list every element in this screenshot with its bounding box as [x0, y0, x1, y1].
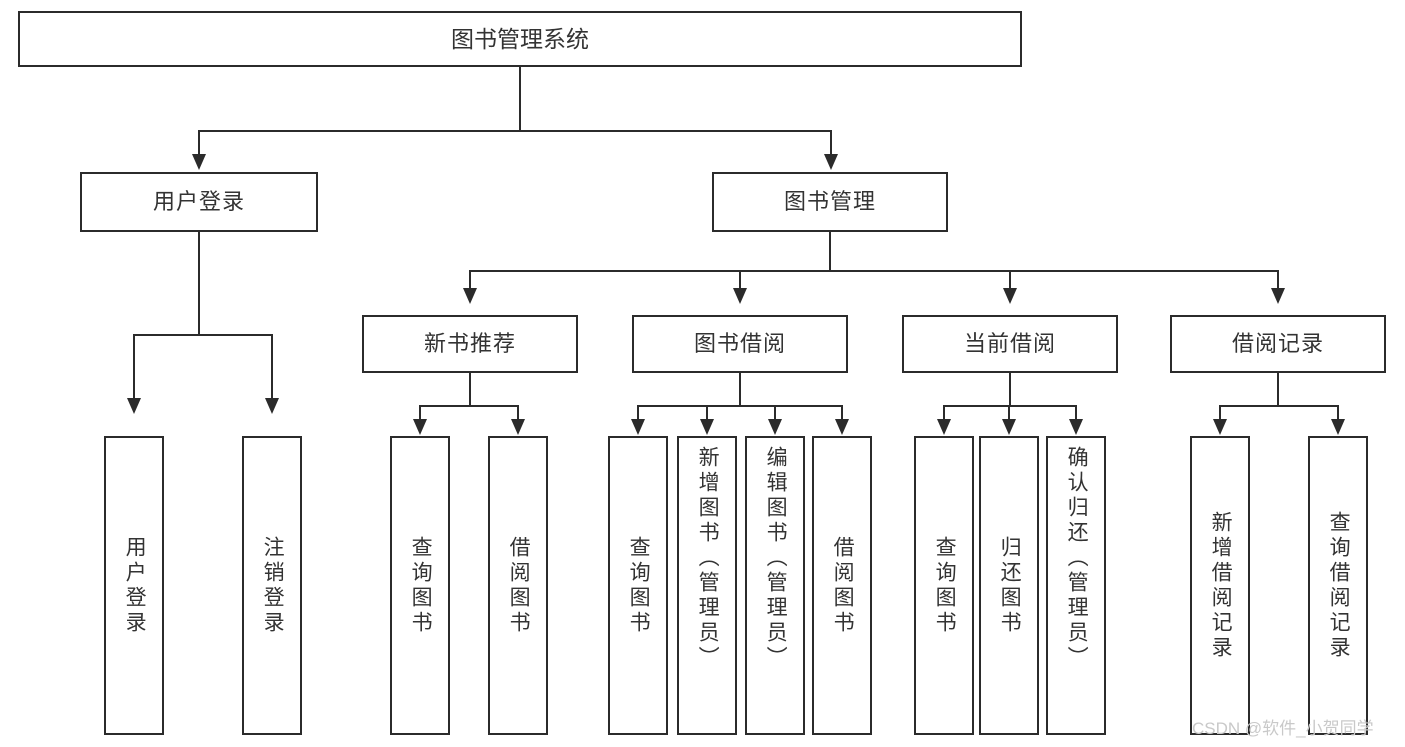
connector-book-borrow-drop-3	[774, 405, 776, 421]
leaf-confirm-return-admin[interactable]: 确认归还（管理员）	[1046, 436, 1106, 735]
arrow-to-current-borrow	[1003, 288, 1017, 304]
node-root-system[interactable]: 图书管理系统	[18, 11, 1022, 67]
connector-borrow-record-drop-1	[1219, 405, 1221, 421]
node-user-login[interactable]: 用户登录	[80, 172, 318, 232]
connector-new-book-drop-1	[419, 405, 421, 421]
node-new-book-recommend[interactable]: 新书推荐	[362, 315, 578, 373]
arrow-to-leaf-return-book	[1002, 419, 1016, 435]
connector-root-right-drop	[830, 130, 832, 156]
arrow-to-leaf-borrow-book-1	[511, 419, 525, 435]
leaf-borrow-book-borrow[interactable]: 借阅图书	[812, 436, 872, 735]
leaf-borrow-book-recommend[interactable]: 借阅图书	[488, 436, 548, 735]
connector-user-login-trunk	[198, 232, 200, 335]
connector-book-borrow-bar	[637, 405, 842, 407]
connector-current-borrow-drop-2	[1008, 405, 1010, 421]
leaf-query-book-current[interactable]: 查询图书	[914, 436, 974, 735]
connector-current-borrow-trunk	[1009, 373, 1011, 406]
connector-borrow-record-drop-2	[1337, 405, 1339, 421]
connector-book-borrow-drop-4	[841, 405, 843, 421]
watermark-csdn: CSDN @软件_小贺同学	[1192, 719, 1374, 738]
connector-book-borrow-trunk	[739, 373, 741, 406]
connector-new-book-bar	[419, 405, 519, 407]
connector-user-login-left-drop	[133, 334, 135, 400]
arrow-to-leaf-user-login	[127, 398, 141, 414]
connector-borrow-record-bar	[1219, 405, 1339, 407]
connector-book-manage-drop-2	[739, 270, 741, 290]
arrow-to-leaf-query-book-3	[937, 419, 951, 435]
arrow-to-book-borrow	[733, 288, 747, 304]
connector-root-bar	[198, 130, 832, 132]
arrow-to-new-book-recommend	[463, 288, 477, 304]
connector-current-borrow-bar	[943, 405, 1077, 407]
arrow-to-leaf-logout	[265, 398, 279, 414]
arrow-to-leaf-query-record	[1331, 419, 1345, 435]
connector-book-manage-drop-3	[1009, 270, 1011, 290]
arrow-to-leaf-borrow-book-2	[835, 419, 849, 435]
arrow-to-leaf-confirm-return	[1069, 419, 1083, 435]
connector-book-manage-drop-4	[1277, 270, 1279, 290]
connector-book-manage-drop-1	[469, 270, 471, 290]
arrow-to-leaf-add-record	[1213, 419, 1227, 435]
node-current-borrow[interactable]: 当前借阅	[902, 315, 1118, 373]
arrow-to-leaf-add-book	[700, 419, 714, 435]
leaf-query-book-recommend[interactable]: 查询图书	[390, 436, 450, 735]
node-book-manage[interactable]: 图书管理	[712, 172, 948, 232]
connector-book-borrow-drop-2	[706, 405, 708, 421]
leaf-add-borrow-record[interactable]: 新增借阅记录	[1190, 436, 1250, 735]
leaf-return-book[interactable]: 归还图书	[979, 436, 1039, 735]
connector-book-manage-bar	[469, 270, 1279, 272]
connector-book-manage-trunk	[829, 232, 831, 272]
arrow-to-borrow-record	[1271, 288, 1285, 304]
leaf-logout[interactable]: 注销登录	[242, 436, 302, 735]
leaf-query-book-borrow[interactable]: 查询图书	[608, 436, 668, 735]
arrow-to-leaf-query-book-1	[413, 419, 427, 435]
arrow-to-leaf-query-book-2	[631, 419, 645, 435]
leaf-edit-book-admin[interactable]: 编辑图书（管理员）	[745, 436, 805, 735]
connector-root-left-drop	[198, 130, 200, 156]
connector-borrow-record-trunk	[1277, 373, 1279, 406]
leaf-user-login[interactable]: 用户登录	[104, 436, 164, 735]
arrow-to-user-login	[192, 154, 206, 170]
node-book-borrow[interactable]: 图书借阅	[632, 315, 848, 373]
leaf-query-borrow-record[interactable]: 查询借阅记录	[1308, 436, 1368, 735]
node-borrow-record[interactable]: 借阅记录	[1170, 315, 1386, 373]
connector-new-book-drop-2	[517, 405, 519, 421]
connector-user-login-bar	[133, 334, 273, 336]
arrow-to-leaf-edit-book	[768, 419, 782, 435]
connector-root-trunk	[519, 67, 521, 131]
connector-new-book-trunk	[469, 373, 471, 406]
leaf-add-book-admin[interactable]: 新增图书（管理员）	[677, 436, 737, 735]
connector-user-login-right-drop	[271, 334, 273, 400]
connector-current-borrow-drop-3	[1075, 405, 1077, 421]
arrow-to-book-manage	[824, 154, 838, 170]
connector-current-borrow-drop-1	[943, 405, 945, 421]
connector-book-borrow-drop-1	[637, 405, 639, 421]
